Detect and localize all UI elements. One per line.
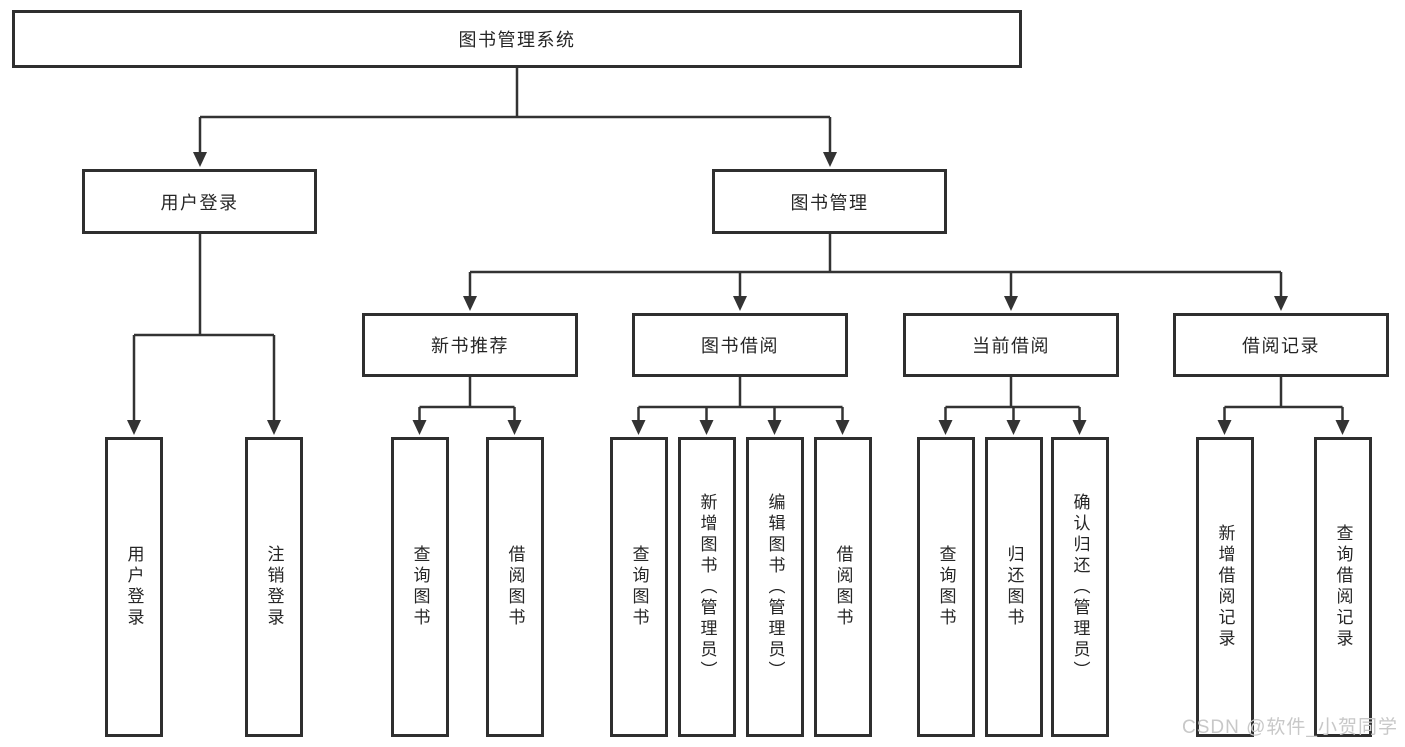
node-book-management: 图书管理 xyxy=(712,169,947,234)
leaf-borrow-books: 借阅图书 xyxy=(814,437,872,737)
leaf-current-query-books: 查询图书 xyxy=(917,437,975,737)
leaf-add-books-admin-label: 新增图书（管理员） xyxy=(697,492,717,682)
leaf-borrow-query-books: 查询图书 xyxy=(610,437,668,737)
node-root-label: 图书管理系统 xyxy=(458,30,576,50)
leaf-current-query-books-label: 查询图书 xyxy=(936,545,956,629)
leaf-logout-label: 注销登录 xyxy=(264,545,284,629)
node-root: 图书管理系统 xyxy=(12,10,1022,68)
leaf-logout: 注销登录 xyxy=(245,437,303,737)
node-new-book-recommend-label: 新书推荐 xyxy=(431,336,509,356)
leaf-edit-books-admin: 编辑图书（管理员） xyxy=(746,437,804,737)
leaf-user-login-label: 用户登录 xyxy=(124,545,144,629)
leaf-confirm-return-admin: 确认归还（管理员） xyxy=(1051,437,1109,737)
node-borrow-records-label: 借阅记录 xyxy=(1242,336,1320,356)
node-user-login: 用户登录 xyxy=(82,169,317,234)
csdn-watermark: CSDN @软件_小贺同学 xyxy=(1182,717,1398,738)
leaf-confirm-return-admin-label: 确认归还（管理员） xyxy=(1070,492,1090,682)
leaf-borrow-query-books-label: 查询图书 xyxy=(629,545,649,629)
node-new-book-recommend: 新书推荐 xyxy=(362,313,578,377)
leaf-edit-books-admin-label: 编辑图书（管理员） xyxy=(765,492,785,682)
node-user-login-label: 用户登录 xyxy=(160,192,239,213)
leaf-recommend-query-books-label: 查询图书 xyxy=(410,545,430,629)
leaf-recommend-borrow-books: 借阅图书 xyxy=(486,437,544,737)
leaf-return-books-label: 归还图书 xyxy=(1004,545,1024,629)
leaf-add-books-admin: 新增图书（管理员） xyxy=(678,437,736,737)
node-book-management-label: 图书管理 xyxy=(790,192,869,213)
leaf-add-borrow-record: 新增借阅记录 xyxy=(1196,437,1254,737)
node-borrow-records: 借阅记录 xyxy=(1173,313,1389,377)
node-current-borrow-label: 当前借阅 xyxy=(972,336,1050,356)
leaf-recommend-borrow-books-label: 借阅图书 xyxy=(505,545,525,629)
leaf-borrow-books-label: 借阅图书 xyxy=(833,545,853,629)
node-book-borrow: 图书借阅 xyxy=(632,313,848,377)
leaf-query-borrow-record: 查询借阅记录 xyxy=(1314,437,1372,737)
leaf-query-borrow-record-label: 查询借阅记录 xyxy=(1333,524,1353,650)
leaf-add-borrow-record-label: 新增借阅记录 xyxy=(1215,524,1235,650)
node-current-borrow: 当前借阅 xyxy=(903,313,1119,377)
leaf-recommend-query-books: 查询图书 xyxy=(391,437,449,737)
node-book-borrow-label: 图书借阅 xyxy=(701,336,779,356)
leaf-return-books: 归还图书 xyxy=(985,437,1043,737)
leaf-user-login: 用户登录 xyxy=(105,437,163,737)
